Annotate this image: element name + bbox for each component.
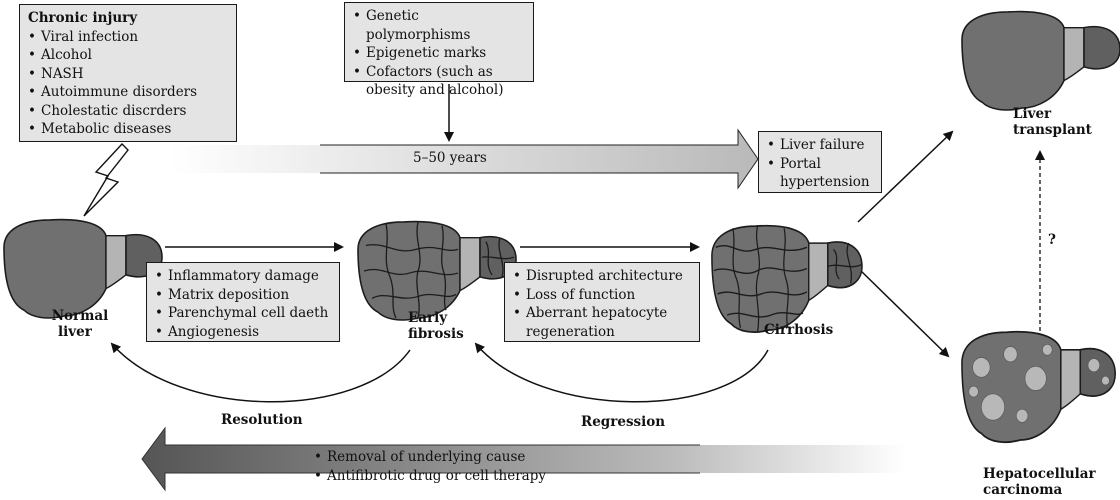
label-line: Early — [408, 310, 448, 326]
regression-arrow — [474, 342, 769, 403]
list-item: Parenchymal cell daeth — [155, 304, 331, 323]
stage2-box: Disrupted architecture Loss of function … — [504, 262, 700, 342]
stage1-box: Inflammatory damage Matrix deposition Pa… — [146, 262, 340, 342]
list-item: NASH — [28, 65, 228, 84]
list-item: Genetic polymorphisms — [353, 7, 525, 44]
list-item: Antifibrotic drug or cell therapy — [314, 467, 546, 486]
timeline-arrow — [170, 130, 758, 188]
label-normal-liver: Normal liver — [50, 308, 110, 340]
list-item: Epigenetic marks — [353, 44, 525, 63]
cirrhosis-liver-illustration — [711, 224, 863, 333]
label-early-fibrosis: Early fibrosis — [408, 310, 464, 342]
list-item: Autoimmune disorders — [28, 83, 228, 102]
timeline-label: 5–50 years — [413, 150, 487, 166]
arrow-to-hcc — [857, 267, 950, 358]
list-item: Metabolic diseases — [28, 120, 228, 139]
list-item: Viral infection — [28, 28, 228, 47]
cofactor-box: Genetic polymorphisms Epigenetic marks C… — [344, 2, 534, 98]
list-item: Loss of function — [513, 286, 691, 305]
label-line: liver — [58, 324, 92, 340]
early-fibrosis-liver-illustration — [357, 220, 517, 321]
label-question: ? — [1048, 232, 1056, 248]
list-item: Angiogenesis — [155, 323, 331, 342]
label-line: Liver — [1013, 106, 1052, 122]
chronic-injury-box: Chronic injury Viral infection Alcohol N… — [19, 4, 237, 142]
list-item: Portal — [767, 155, 873, 174]
label-regression: Regression — [581, 414, 666, 430]
reversal-list: Removal of underlying cause Antifibrotic… — [314, 448, 546, 486]
list-item: obesity and alcohol) — [353, 81, 525, 100]
label-line: Normal — [51, 308, 109, 324]
list-item: Aberrant hepatocyte — [513, 304, 691, 323]
list-item: Matrix deposition — [155, 286, 331, 305]
list-item: Liver failure — [767, 136, 873, 155]
list-item: Inflammatory damage — [155, 267, 331, 286]
list-item: Cofactors (such as — [353, 63, 525, 82]
label-resolution: Resolution — [221, 412, 303, 428]
hcc-liver-illustration — [961, 330, 1117, 444]
list-item: regeneration — [513, 323, 691, 342]
list-item: Cholestatic discrders — [28, 102, 228, 121]
label-cirrhosis: Cirrhosis — [764, 322, 834, 338]
label-line: fibrosis — [408, 326, 464, 342]
chronic-injury-heading: Chronic injury — [28, 10, 138, 26]
list-item-continuation: hypertension — [780, 174, 870, 190]
arrow-to-transplant — [857, 130, 954, 223]
label-liver-transplant: Liver transplant — [1013, 106, 1092, 138]
normal-liver-illustration — [3, 218, 163, 319]
list-item: hypertension — [767, 173, 873, 192]
label-line: transplant — [1013, 122, 1092, 138]
list-item: Alcohol — [28, 46, 228, 65]
outcome-box: Liver failure Portal hypertension — [758, 131, 882, 193]
list-item: Disrupted architecture — [513, 267, 691, 286]
transplant-liver-illustration — [961, 10, 1120, 111]
label-line: Hepatocellular — [983, 466, 1096, 482]
lightning-bolt-icon — [83, 142, 129, 217]
resolution-arrow — [110, 342, 411, 403]
label-line: carcinoma — [983, 482, 1063, 498]
list-item-continuation: regeneration — [526, 323, 615, 340]
list-item: Removal of underlying cause — [314, 448, 546, 467]
list-item-continuation: obesity and alcohol) — [366, 82, 504, 98]
label-hcc: Hepatocellular carcinoma — [983, 466, 1096, 498]
